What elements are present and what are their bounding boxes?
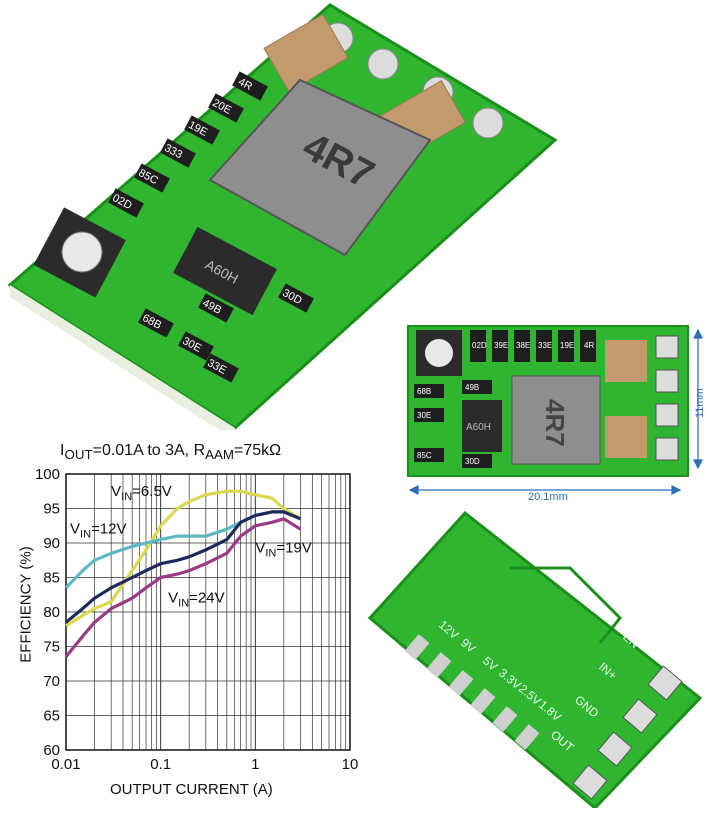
y-tick-label: 60 [43,742,60,759]
front-capacitor-2 [605,416,647,458]
front-capacitor-1 [605,340,647,382]
svg-text:49B: 49B [465,383,479,392]
y-tick-label: 95 [43,501,60,518]
svg-text:19E: 19E [560,341,574,350]
series-line [65,489,302,628]
svg-text:33E: 33E [538,341,552,350]
svg-text:4R: 4R [236,76,254,93]
back-solder-jumpers [404,634,540,750]
chart-title: IOUT=0.01A to 3A, RAAM=75kΩ [60,442,282,463]
series-label: VIN=24V [168,589,224,609]
front-inductor-marking: 4R7 [540,399,570,447]
y-tick-label: 75 [43,639,60,656]
y-tick-label: 70 [43,673,60,690]
svg-text:02D: 02D [472,341,487,350]
front-ic [462,400,502,452]
svg-text:30E: 30E [417,411,431,420]
svg-text:85C: 85C [417,451,432,460]
width-dimension [408,485,682,495]
svg-text:38E: 38E [516,341,530,350]
x-axis-title: OUTPUT CURRENT (A) [110,781,273,798]
efficiency-chart: IOUT=0.01A to 3A, RAAM=75kΩ EFFICIENCY (… [0,436,370,808]
front-pads [655,335,679,461]
height-dimension [693,328,703,470]
back-trace [510,566,623,644]
board-photo-angled: 4R7 A60H 02D 85C 333 19E 20E 4R 68B 30E [0,0,560,440]
x-tick-label: 10 [342,756,359,773]
back-pads [572,665,683,800]
series-label: VIN=19V [255,540,311,560]
y-tick-label: 90 [43,535,60,552]
ic-chip [173,226,277,316]
y-tick-label: 65 [43,708,60,725]
capacitor-1 [263,13,349,93]
series-label: VIN=12V [70,520,126,540]
front-side-resistors: 68B 30E 85C 30D 49B [414,380,492,468]
series-line [64,517,302,658]
chart-plot: 60 65 70 75 80 85 90 95 100 0.01 0.1 1 10 VIN=6.5V VIN… [35,466,359,773]
series-line [64,510,302,624]
pcb-board-back [367,510,703,811]
front-ic-marking: A60H [466,422,491,433]
y-tick-label: 80 [43,604,60,621]
board-photo-front: 4R7 A60H 02D 39E 38E 33E 19E 4R 68B 30E … [400,318,707,508]
width-label: 20.1mm [528,491,568,503]
y-tick-label: 85 [43,570,60,587]
front-inductor [511,375,601,465]
inductor [208,78,432,257]
pcb-board-edge [10,285,235,440]
x-tick-label: 1 [251,756,259,773]
board-photo-back: EN IN+ GND OUT 12V 9V 5V 3.3V 2.5V 1.8V [360,508,707,811]
front-resistor-row: 02D 39E 38E 33E 19E 4R [470,330,596,362]
svg-text:4R: 4R [584,341,594,350]
svg-text:30D: 30D [465,457,480,466]
svg-text:39E: 39E [494,341,508,350]
y-tick-label: 100 [35,466,60,483]
height-label: 11mm [694,388,706,418]
resistor-row: 02D 85C 333 19E 20E 4R [108,71,268,218]
series-label: VIN=6.5V [111,483,172,503]
x-tick-label: 0.01 [51,756,80,773]
svg-text:68B: 68B [417,387,431,396]
x-tick-label: 0.1 [150,756,171,773]
